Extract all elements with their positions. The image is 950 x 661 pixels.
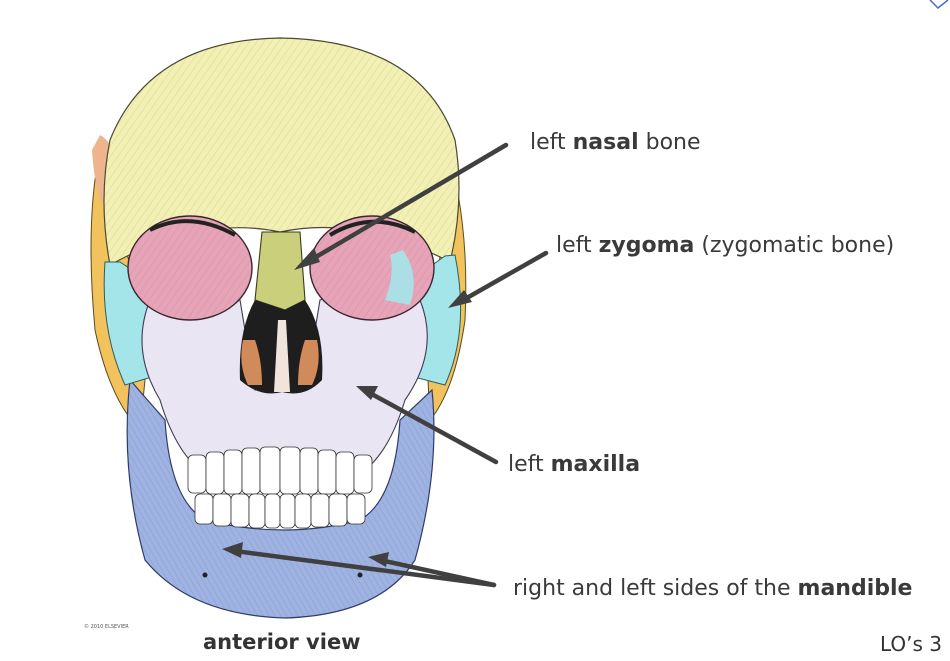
copyright-note: © 2010 ELSEVIER [84, 624, 129, 630]
teeth [188, 447, 372, 528]
slide-number: LO’s 3 [880, 632, 942, 656]
arrow-zygoma [458, 253, 546, 303]
label-mandible: right and left sides of the mandible [513, 576, 912, 602]
label-nasal-bone: left nasal bone [530, 130, 701, 156]
label-zygoma: left zygoma (zygomatic bone) [556, 233, 894, 259]
label-maxilla: left maxilla [508, 452, 640, 478]
corner-decoration-icon [928, 0, 950, 10]
figure-caption: anterior view [203, 630, 361, 654]
nasal-bones [255, 232, 305, 310]
